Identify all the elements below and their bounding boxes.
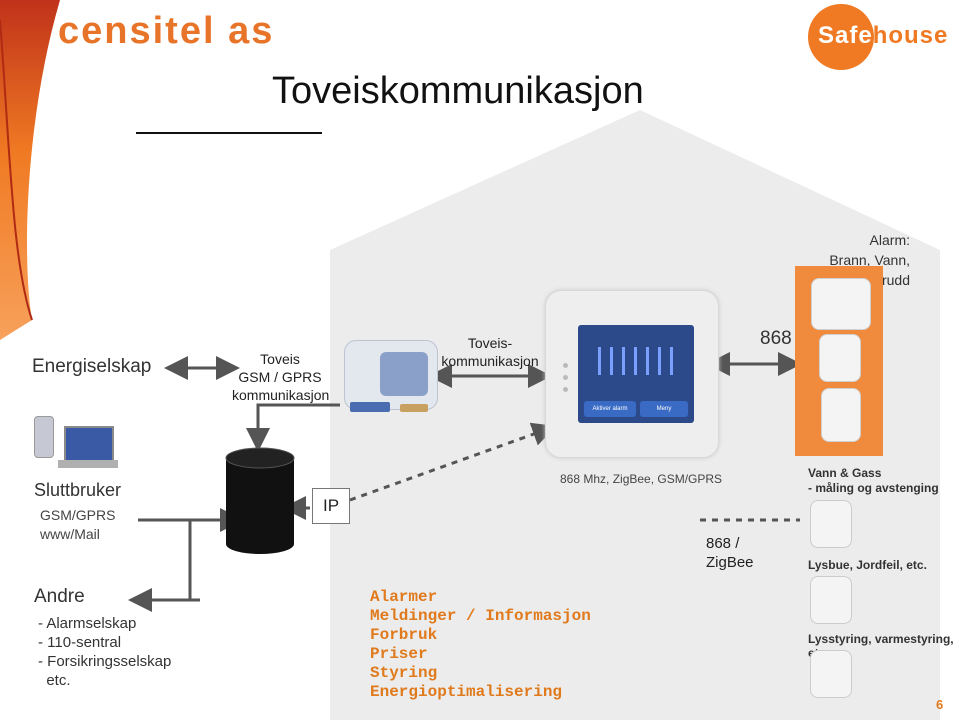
motion-sensor-image — [819, 334, 861, 382]
list-item: Meldinger / Informasjon — [370, 607, 591, 625]
sluttbruker-label: Sluttbruker — [34, 480, 122, 500]
vann-gass-label: Vann & Gass - måling og avstenging — [808, 466, 939, 495]
ip-box: IP — [312, 488, 350, 524]
censitel-logo: censitel as — [58, 10, 275, 52]
list-item: Styring — [370, 664, 438, 682]
left-orange-arc — [0, 0, 60, 340]
phone-laptop-image — [34, 416, 124, 476]
lysbue-label: Lysbue, Jordfeil, etc. — [808, 558, 927, 572]
sensor-device-1 — [810, 500, 852, 548]
energiselskap-label: Energiselskap — [32, 356, 152, 377]
toveis-gsm-label: Toveis GSM / GPRS kommunikasjon — [232, 351, 330, 403]
freq-868-label: 868 — [760, 328, 792, 349]
control-display: Aktiver alarm Meny — [545, 290, 719, 458]
sensor-device-2 — [810, 576, 852, 624]
toveis-komm-label: Toveis- kommunikasjon — [441, 335, 539, 369]
list-item: Alarmer — [370, 588, 438, 606]
sluttbruker-sub: GSM/GPRS www/Mail — [40, 507, 116, 542]
safehouse-logo: Safehouse — [808, 4, 956, 70]
protocols-label: 868 Mhz, ZigBee, GSM/GPRS — [560, 472, 723, 486]
list-item: Forbruk — [370, 626, 438, 644]
andre-list: - Alarmselskap - 110-sentral - Forsikrin… — [38, 615, 172, 689]
sensor-box — [795, 266, 883, 456]
list-item: Priser — [370, 645, 428, 663]
list-item: Energioptimalisering — [370, 683, 563, 701]
activate-alarm-button[interactable]: Aktiver alarm — [584, 401, 636, 417]
title-underline — [136, 132, 322, 134]
smoke-detector-image — [811, 278, 871, 330]
page-number: 6 — [936, 697, 944, 712]
services-list: Alarmer Meldinger / Informasjon Forbruk … — [370, 588, 591, 702]
zigbee-label: 868 / ZigBee — [706, 535, 754, 571]
water-sensor-image — [821, 388, 861, 442]
menu-button[interactable]: Meny — [640, 401, 688, 417]
gsm-modem-image — [340, 340, 440, 420]
sensor-device-3 — [810, 650, 852, 698]
page-title: Toveiskommunikasjon — [272, 70, 644, 112]
database-icon — [225, 447, 295, 554]
andre-label: Andre — [34, 586, 85, 607]
